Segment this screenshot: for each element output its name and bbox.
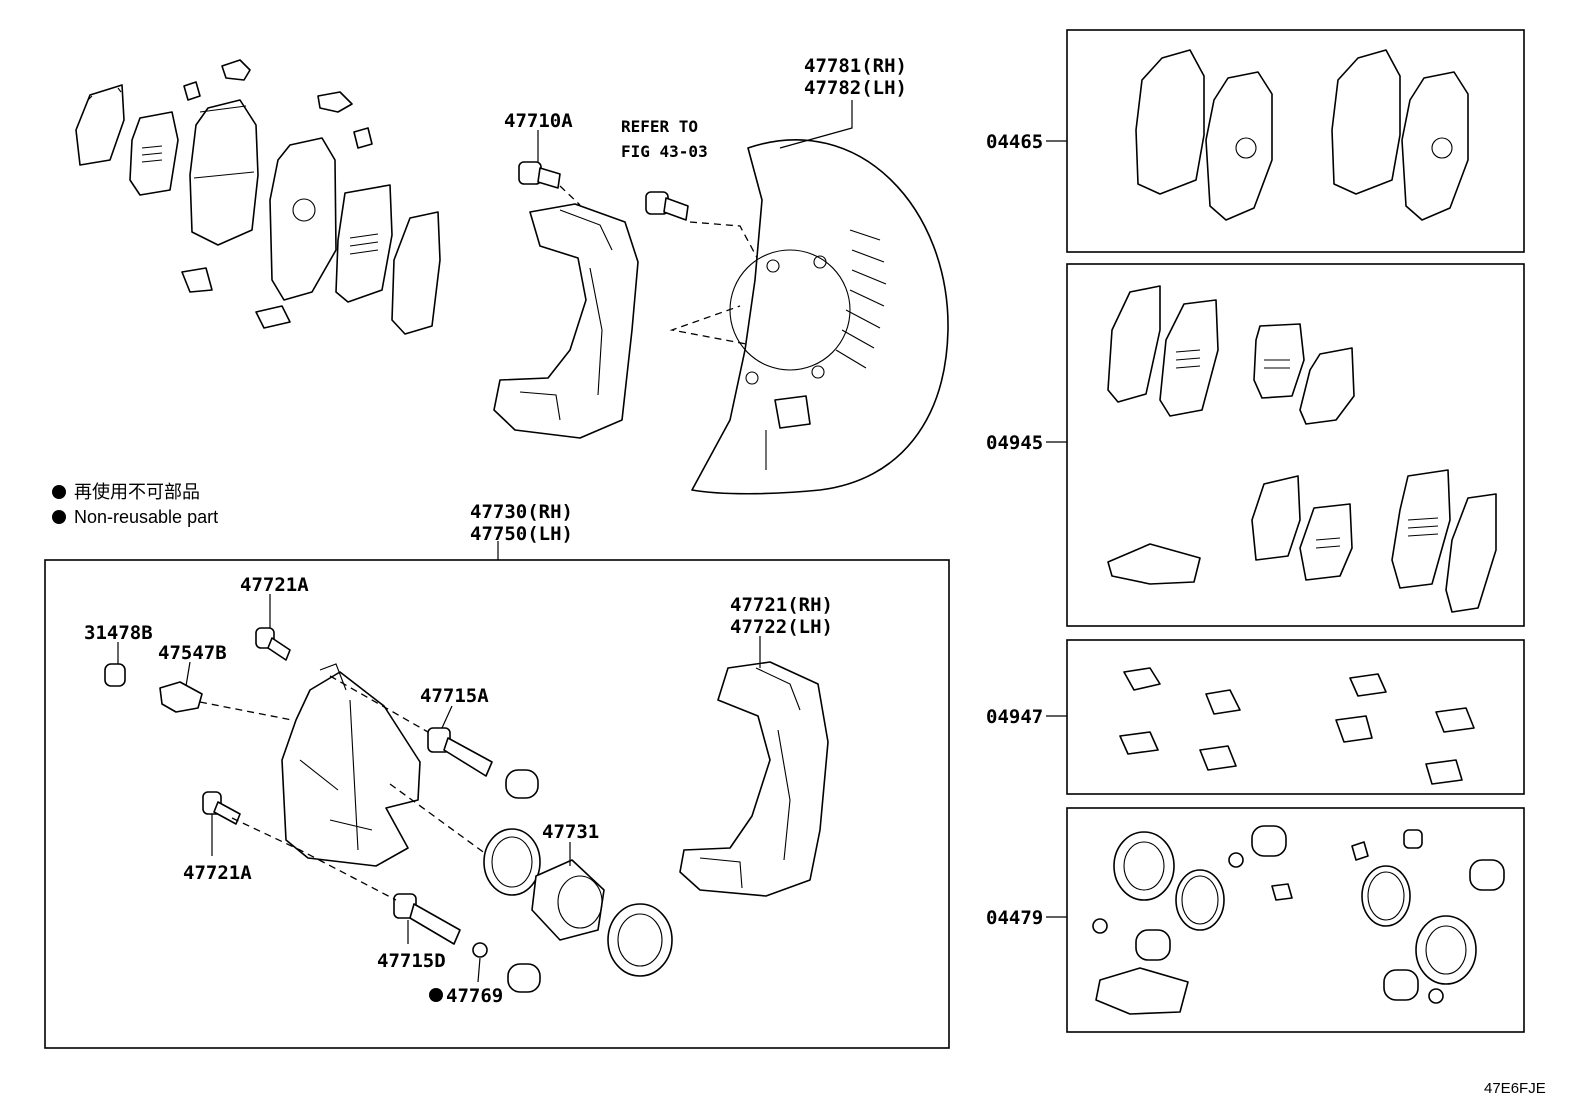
- part-label-47722: 47722(LH): [730, 616, 833, 638]
- part-label-47781: 47781(RH): [804, 55, 907, 77]
- bracket-47721-illustration: [679, 661, 829, 897]
- part-label-47750: 47750(LH): [470, 523, 573, 545]
- caliper-assembly-box: [44, 559, 950, 1049]
- part-label-47730: 47730(RH): [470, 501, 573, 523]
- kit-label-04465: 04465: [986, 131, 1043, 153]
- legend-label-japanese: 再使用不可部品: [74, 482, 200, 502]
- part-label-47721A-top: 47721A: [240, 574, 309, 596]
- dust-shield-illustration: [691, 139, 949, 495]
- caliper-small-parts: [104, 627, 673, 993]
- part-label-47769: 47769: [446, 985, 503, 1007]
- non-reusable-bullet-icon: [429, 988, 443, 1002]
- kit-label-04945: 04945: [986, 432, 1043, 454]
- kit-04947-clips: [1119, 667, 1475, 785]
- caliper-body-illustration: [281, 663, 421, 867]
- kit-label-04479: 04479: [986, 907, 1043, 929]
- part-label-47782: 47782(LH): [804, 77, 907, 99]
- kit-box-04945: [1066, 263, 1525, 627]
- legend-label-english: Non-reusable part: [74, 507, 218, 527]
- kit-box-04479: [1066, 807, 1525, 1033]
- part-label-31478B: 31478B: [84, 622, 153, 644]
- part-label-47547B: 47547B: [158, 642, 227, 664]
- part-label-47721A-bottom: 47721A: [183, 862, 252, 884]
- non-reusable-bullet-icon: [52, 485, 66, 499]
- kit-box-04947: [1066, 639, 1525, 795]
- part-label-47731: 47731: [542, 821, 599, 843]
- reference-label-line1: REFER TO: [621, 117, 698, 136]
- kit-label-04947: 04947: [986, 706, 1043, 728]
- part-label-47715A: 47715A: [420, 685, 489, 707]
- reference-label-line2: FIG 43-03: [621, 142, 708, 161]
- kit-04945-shims: [1107, 285, 1497, 613]
- part-label-47715D: 47715D: [377, 950, 446, 972]
- non-reusable-bullet-icon: [52, 510, 66, 524]
- pad-shim-set-illustration: [75, 59, 441, 335]
- part-label-47721: 47721(RH): [730, 594, 833, 616]
- kit-04479-seals: [1092, 825, 1505, 1015]
- part-label-47710A: 47710A: [504, 110, 573, 132]
- legend: 再使用不可部品 Non-reusable part: [52, 482, 218, 527]
- bolt-reference-illustration: [645, 191, 689, 221]
- kit-04465-pads: [1135, 49, 1469, 221]
- diagram-code: 47E6FJE: [1484, 1080, 1546, 1097]
- mounting-bracket-illustration: [493, 203, 639, 439]
- bolt-47710A-illustration: [518, 161, 561, 189]
